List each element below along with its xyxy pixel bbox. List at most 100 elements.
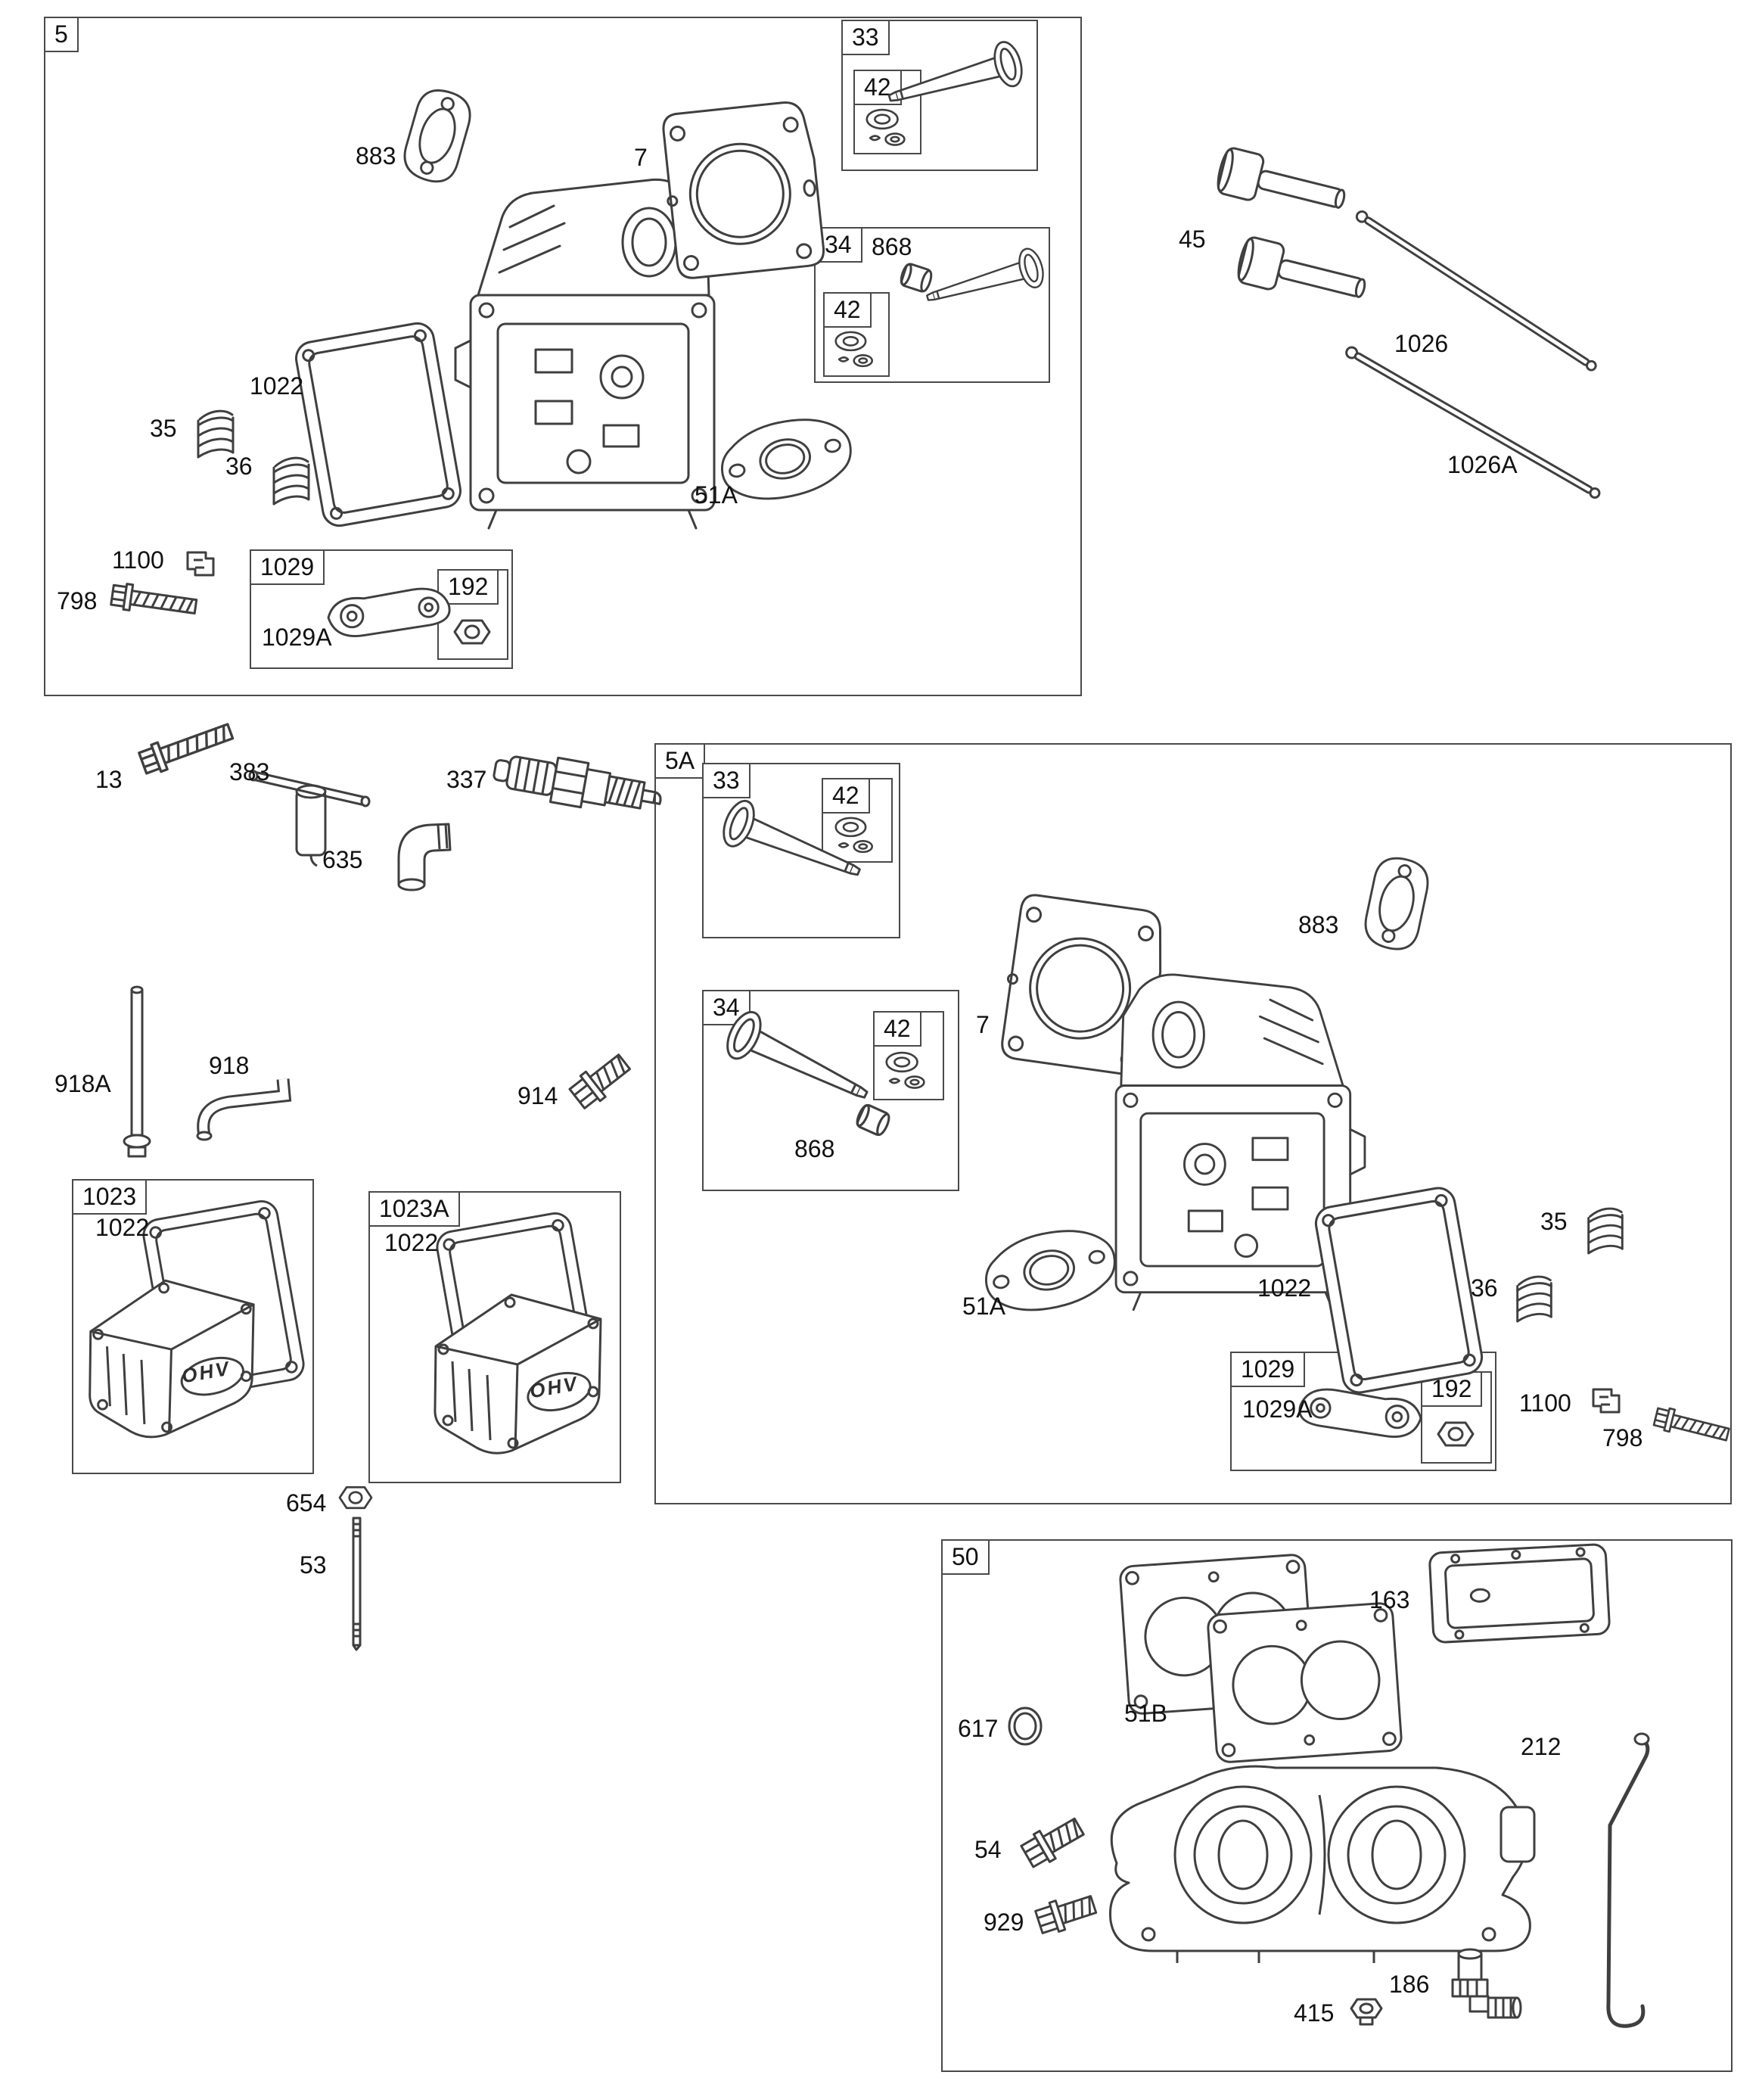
callout-1100: 1100	[1519, 1389, 1571, 1417]
callout-1026: 1026	[1394, 330, 1449, 357]
callout-35: 35	[1540, 1208, 1568, 1235]
group-box-5a-34: 34	[702, 990, 959, 1191]
group-box-5-1029: 1029	[250, 549, 513, 669]
group-box-1023a-label: 1023A	[368, 1191, 460, 1227]
group-box-5a-34-42-label: 42	[873, 1011, 921, 1047]
flange-nut-drawing	[338, 1486, 373, 1510]
group-box-5a-34-label: 34	[702, 990, 751, 1025]
group-box-1023: 1023	[72, 1179, 314, 1474]
callout-1022: 1022	[95, 1214, 150, 1241]
guide-plate-drawing	[186, 551, 215, 577]
callout-186: 186	[1389, 1971, 1430, 1998]
manifold-cover-gasket-drawing	[1428, 1542, 1611, 1644]
valve-tappet-drawing	[1233, 234, 1371, 313]
callout-798: 798	[1602, 1424, 1643, 1451]
group-box-50: 50	[941, 1539, 1733, 2072]
callout-51a: 51A	[695, 481, 738, 509]
callout-337: 337	[446, 766, 487, 793]
callout-914: 914	[517, 1082, 558, 1109]
callout-918a: 918A	[54, 1070, 111, 1097]
callout-868: 868	[794, 1135, 835, 1162]
callout-617: 617	[958, 1715, 999, 1742]
callout-1100: 1100	[112, 546, 164, 574]
group-box-5a-33: 33	[702, 763, 900, 938]
callout-798: 798	[57, 587, 98, 614]
valve-seal-kit-drawing	[885, 1051, 925, 1089]
o-ring-drawing	[1008, 1706, 1043, 1746]
spark-plug-drawing	[489, 746, 667, 822]
group-box-5a-label: 5A	[654, 743, 706, 779]
stud-drawing	[352, 1517, 362, 1651]
valve-seal-kit-drawing	[834, 331, 873, 368]
callout-13: 13	[95, 766, 123, 793]
group-box-5a-34-42: 42	[873, 1011, 944, 1100]
group-box-5-1029-label: 1029	[250, 549, 325, 585]
valve-spring-drawing	[1587, 1207, 1624, 1255]
callout-415: 415	[1294, 1999, 1335, 2027]
rocker-arm-assembly-drawing	[327, 587, 451, 637]
group-box-5-label: 5	[44, 17, 79, 52]
group-box-5-34-42-label: 42	[823, 292, 872, 328]
breather-tube-elbow-drawing	[189, 1070, 309, 1143]
group-box-5-192-label: 192	[437, 569, 499, 605]
push-rod-drawing	[1343, 344, 1603, 502]
callout-1029a: 1029A	[262, 624, 332, 651]
callout-883: 883	[1298, 911, 1339, 938]
callout-883: 883	[356, 142, 396, 170]
callout-1026a: 1026A	[1447, 451, 1518, 478]
callout-1022: 1022	[250, 372, 304, 400]
group-box-1023-label: 1023	[72, 1179, 148, 1215]
callout-45: 45	[1179, 226, 1206, 253]
group-box-5a-33-42: 42	[822, 778, 893, 863]
callout-1022: 1022	[384, 1229, 439, 1256]
rocker-nut-drawing	[1437, 1421, 1475, 1447]
screw-drawing	[566, 1048, 636, 1112]
guide-plate-drawing	[1592, 1388, 1621, 1414]
callout-1029a: 1029A	[1242, 1395, 1313, 1423]
callout-868: 868	[872, 233, 912, 260]
elbow-fitting-drawing	[1451, 1948, 1522, 2019]
valve-tappet-drawing	[1213, 145, 1350, 224]
group-box-5a-1029-label: 1029	[1230, 1352, 1306, 1387]
callout-7: 7	[976, 1011, 990, 1038]
pipe-plug-drawing	[1350, 1998, 1383, 2026]
valve-seal-kit-drawing	[834, 817, 873, 854]
group-box-5-34-42: 42	[823, 292, 890, 377]
callout-163: 163	[1369, 1586, 1410, 1613]
valve-cover-drawing	[89, 1279, 255, 1439]
group-box-5-192: 192	[437, 569, 508, 660]
callout-51a: 51A	[962, 1293, 1005, 1320]
group-box-1023a: 1023A	[368, 1191, 621, 1483]
head-gasket-drawing	[657, 98, 827, 282]
group-box-5a-33-label: 33	[702, 763, 751, 798]
callout-918: 918	[209, 1052, 250, 1079]
callout-654: 654	[286, 1489, 327, 1517]
callout-36: 36	[1471, 1274, 1498, 1302]
callout-7: 7	[634, 144, 648, 171]
group-box-50-label: 50	[941, 1539, 990, 1575]
group-box-5-33-label: 33	[841, 20, 890, 55]
callout-54: 54	[974, 1836, 1002, 1863]
valve-seal-kit-drawing	[866, 108, 906, 146]
group-box-5a: 5A	[654, 743, 1732, 1504]
intake-manifold-drawing	[1109, 1765, 1536, 1965]
callout-1022: 1022	[1257, 1274, 1312, 1302]
group-box-5: 5	[44, 17, 1082, 696]
spark-plug-boot-drawing	[397, 823, 452, 891]
callout-929: 929	[984, 1909, 1024, 1936]
callout-53: 53	[300, 1551, 327, 1579]
callout-212: 212	[1521, 1733, 1562, 1760]
valve-cover-drawing	[434, 1293, 602, 1454]
callout-635: 635	[322, 846, 363, 873]
callout-51b: 51B	[1124, 1700, 1167, 1727]
breather-tube-drawing	[123, 985, 151, 1158]
callout-383: 383	[229, 758, 270, 786]
valve-spring-drawing	[272, 456, 310, 506]
rocker-nut-drawing	[453, 619, 491, 645]
push-rod-drawing	[1353, 208, 1599, 374]
callout-36: 36	[225, 453, 253, 480]
callout-35: 35	[150, 415, 177, 442]
group-box-5-33: 33	[841, 20, 1038, 171]
retainer-wire-drawing	[1565, 1727, 1663, 2052]
